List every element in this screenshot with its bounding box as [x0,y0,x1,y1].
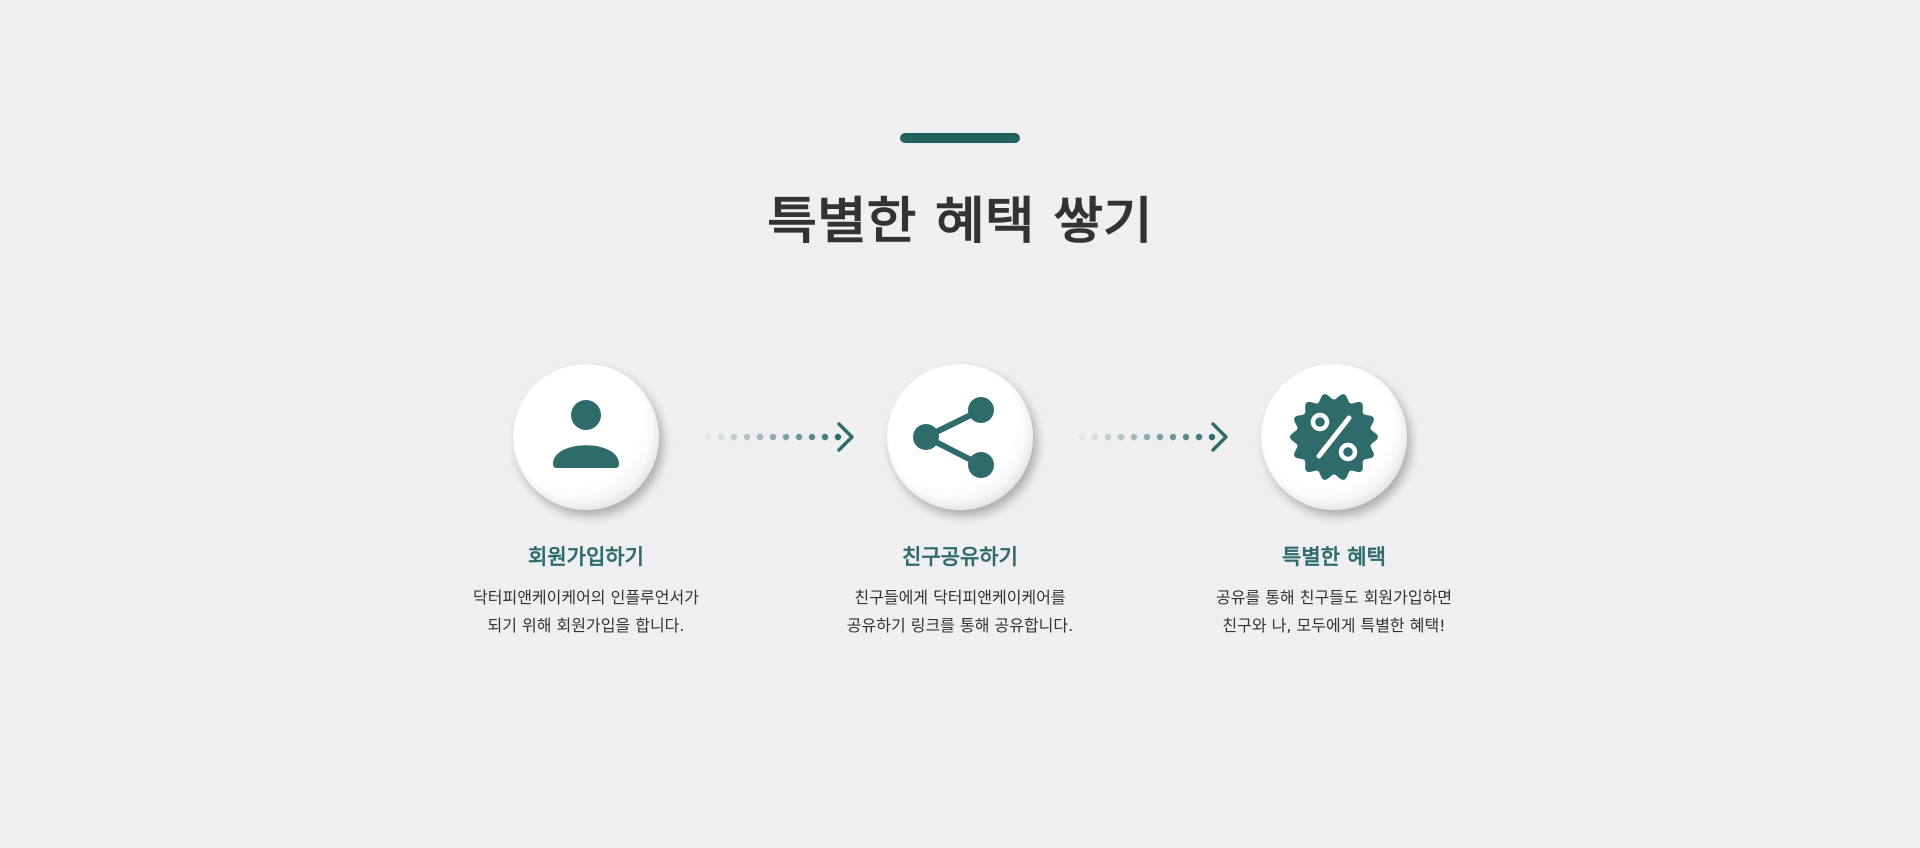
step-title: 특별한 혜택 [1282,545,1386,569]
step-description-line: 되기 위해 회원가입을 합니다. [487,616,685,635]
discount-badge-icon [1290,394,1378,480]
step-icon-circle [887,364,1033,510]
step-description: 친구들에게 닥터피앤케이케어를 공유하기 링크를 통해 공유합니다. [810,584,1110,640]
step-description: 닥터피앤케이케어의 인플루언서가 되기 위해 회원가입을 합니다. [436,584,736,640]
step-share: 친구공유하기 친구들에게 닥터피앤케이케어를 공유하기 링크를 통해 공유합니다… [810,364,1110,640]
step-description-line: 공유하기 링크를 통해 공유합니다. [846,616,1074,635]
step-description-line: 친구들에게 닥터피앤케이케어를 [854,588,1066,607]
step-benefit: 특별한 혜택 공유를 통해 친구들도 회원가입하면 친구와 나, 모두에게 특별… [1184,364,1484,640]
step-icon-circle [1261,364,1407,510]
share-icon [913,397,994,478]
step-description-line: 닥터피앤케이케어의 인플루언서가 [473,588,699,607]
dotted-arrow-icon [704,422,854,452]
step-icon-circle [513,364,659,510]
step-description: 공유를 통해 친구들도 회원가입하면 친구와 나, 모두에게 특별한 혜택! [1184,584,1484,640]
user-icon [553,400,619,468]
step-description-line: 친구와 나, 모두에게 특별한 혜택! [1222,616,1446,635]
step-description-line: 공유를 통해 친구들도 회원가입하면 [1215,588,1453,607]
step-title: 회원가입하기 [528,545,644,569]
step-title: 친구공유하기 [902,545,1018,569]
title-accent-bar [900,133,1020,143]
step-signup: 회원가입하기 닥터피앤케이케어의 인플루언서가 되기 위해 회원가입을 합니다. [436,364,736,640]
dotted-arrow-icon [1078,422,1228,452]
section-title: 특별한 혜택 쌓기 [767,191,1153,250]
